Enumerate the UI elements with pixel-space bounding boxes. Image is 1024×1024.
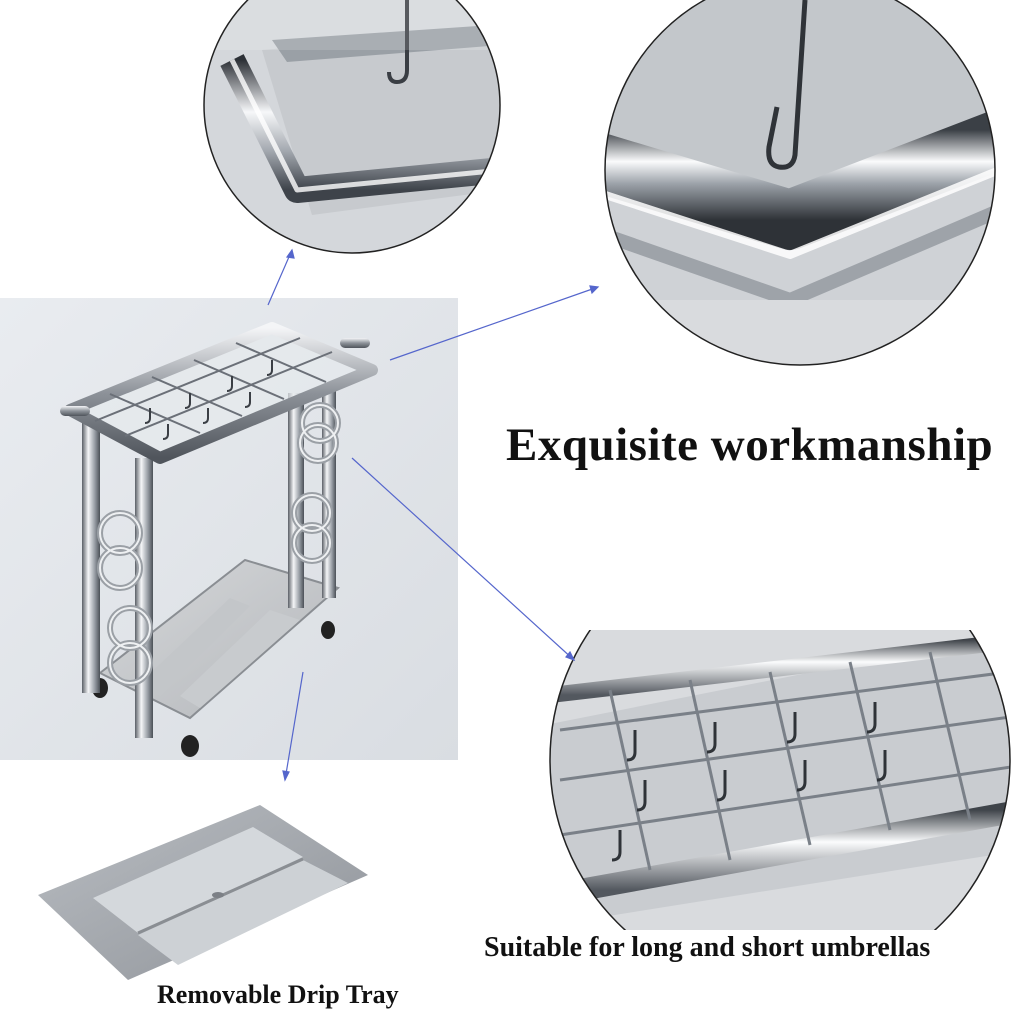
- headline-caption: Exquisite workmanship: [506, 419, 994, 471]
- product-photo: [0, 298, 458, 760]
- detail-top-left-closeup: [202, 0, 502, 265]
- detail-top-right-closeup: [590, 0, 1024, 370]
- drip-tray-image: [38, 805, 368, 980]
- umbrella-stand-image: [0, 298, 458, 760]
- frame-corner-hook-closeup-image: [604, 0, 996, 366]
- hook-grid-closeup-image: [549, 630, 1011, 930]
- umbrella-caption: Suitable for long and short umbrellas: [484, 932, 931, 963]
- detail-bottom-right-closeup: [520, 630, 1024, 930]
- drip-tray-caption: Removable Drip Tray: [157, 980, 399, 1009]
- frame-corner-closeup-image: [203, 0, 501, 254]
- drip-tray-photo: [38, 805, 368, 980]
